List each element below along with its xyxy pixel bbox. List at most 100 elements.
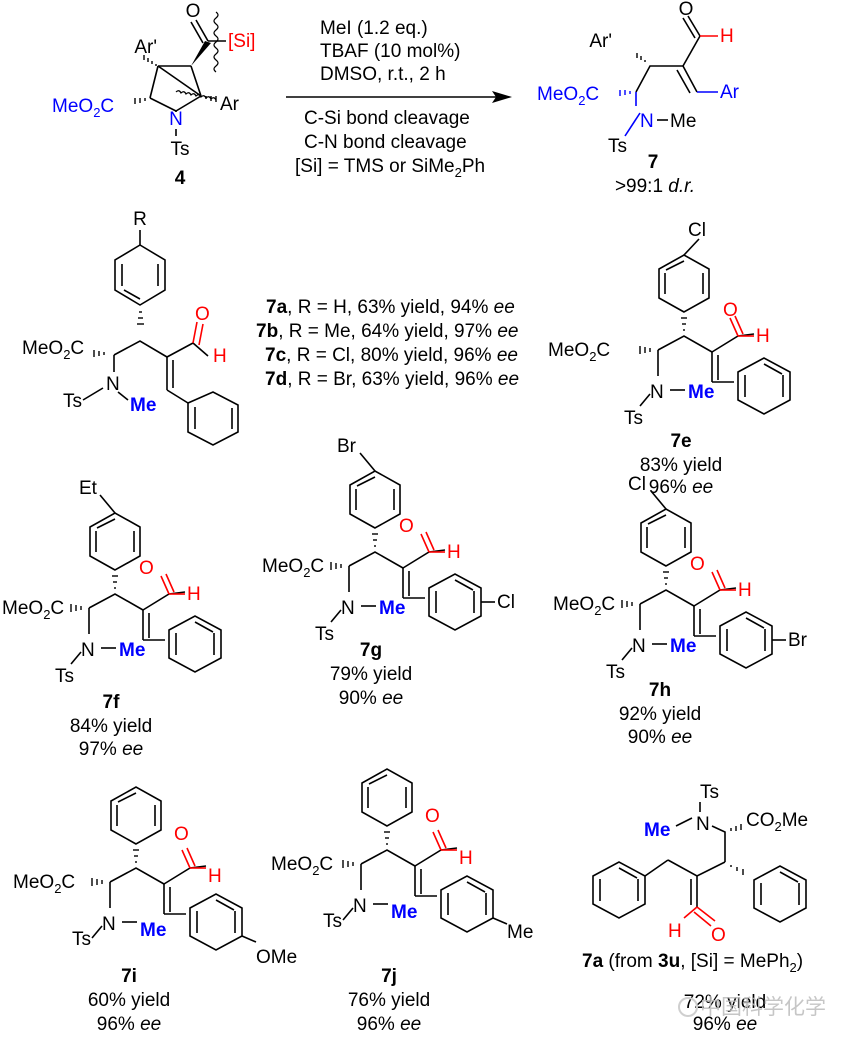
n-label: N [632,636,646,657]
condition-note-3: [Si] = TMS or SiMe2Ph [295,156,485,180]
n-label: N [696,814,710,835]
aldehyde-h-label: H [213,346,227,367]
ts-label: Ts [606,662,625,683]
ts-label: Ts [55,666,74,687]
me-label: Me [140,920,166,941]
top-substituent: Et [79,478,98,499]
ar-label: Ar [220,94,240,115]
product-n-label: N [640,111,654,132]
compound-7f: Et MeO2C O H N Me Ts 7f 84% yield 97% ee [2,478,222,760]
hash-bond [143,55,157,66]
wavy-cleavage-n [175,90,217,101]
entry-7b: 7b, R = Me, 64% yield, 97% ee [256,321,519,342]
n-label: N [341,598,355,619]
aldehyde-h-label: H [668,921,682,942]
hash-bond [730,865,744,875]
product-o-label: O [679,0,694,20]
ester-label: MeO2C [22,338,84,362]
aryl-substituent: Cl [497,592,515,613]
hash-bond [730,824,742,831]
aldehyde-h-label: H [738,580,752,601]
watermark-text: 中国科学化学 [700,995,826,1019]
n-label: N [650,382,664,403]
me-label: Me [119,640,145,661]
product-ar-label: Ar [720,82,740,103]
reactant-n-label: N [169,109,183,130]
ester-label: MeO2C [262,556,324,580]
compound-7g: Br Cl MeO2C O H N Me Ts 7g 79% yield 90%… [262,436,515,709]
entry-7d: 7d, R = Br, 63% yield, 96% ee [265,369,519,390]
n-label: N [106,374,120,395]
ester-label: MeO2C [2,598,64,622]
me-label: Me [688,382,714,403]
hash-bond [93,350,105,357]
ts-label: Ts [323,911,342,932]
compound-id: 7i [121,966,137,987]
yield-label: 83% yield [640,455,722,476]
compound-7h: Cl Br MeO2C O H N Me Ts 7h 92% yield 90%… [553,474,808,748]
condition-solvent: DMSO, r.t., 2 h [320,64,446,85]
n-label: N [102,914,116,935]
product-h-label: H [720,26,734,47]
aldehyde-o-label: O [425,806,440,827]
top-substituent: Br [337,436,357,457]
product-7: O H Ar' MeO2C Ar N Me Ts 7 >99:1 d.r. [537,0,740,197]
ee-label: 96% ee [97,1014,161,1035]
compound-id: 7e [670,431,691,452]
ts-label: Ts [63,391,82,412]
ts-label: Ts [700,782,719,803]
compound-id: 7h [649,680,671,701]
ester-label: MeO2C [271,854,333,878]
aldehyde-o-label: O [399,516,414,537]
compound-7i: OMe MeO2C O H N Me Ts 7i 60% yield 96% e… [13,786,297,1035]
aldehyde-o-label: O [711,925,726,946]
aryl-substituent: Me [507,922,533,943]
condition-reagent: MeI (1.2 eq.) [320,18,428,39]
watermark-logo-icon [678,997,698,1017]
aldehyde-o-label: O [174,824,189,845]
series-7a-7d-results: 7a, R = H, 63% yield, 94% ee 7b, R = Me,… [256,297,519,390]
ee-label: 97% ee [79,739,143,760]
compound-7a-from-3u: Ts N Me CO2Me H O 7a (from 3u, [Si] = Me… [582,782,826,1035]
compound-7a-7d: R MeO2C O H N Ts Me [22,209,239,446]
ester-label: MeO2C [553,594,615,618]
compound-id: 7j [381,966,397,987]
aldehyde-h-label: H [447,542,461,563]
ts-label: Ts [315,624,334,645]
wedge-bond [191,41,211,66]
product-ts-label: Ts [608,136,627,157]
compound-id: 7f [103,692,121,713]
product-id-label: 7 [648,152,659,173]
n-label: N [353,896,367,917]
entry-7a: 7a, R = H, 63% yield, 94% ee [266,297,515,318]
hash-bond [137,311,144,325]
top-substituent: Cl [628,474,646,495]
product-me-label: Me [670,111,696,132]
condition-catalyst: TBAF (10 mol%) [320,41,460,62]
aryl-substituent: OMe [256,947,297,968]
ee-label: 96% ee [693,1014,757,1035]
condition-note-1: C-Si bond cleavage [304,108,470,129]
ee-label: 96% ee [649,477,713,498]
hash-bond-product-ester [619,90,631,96]
top-substituent: Cl [688,220,706,241]
aryl-substituent: Br [788,630,808,651]
reactant-id-label: 4 [175,168,186,189]
wavy-cleavage-si [213,11,219,73]
aldehyde-o-label: O [195,304,210,325]
compound-7j: Me MeO2C O H N Me Ts 7j 76% yield 96% ee [271,768,533,1035]
hash-bond-ester [134,98,146,104]
hash-bond-product [636,53,646,62]
aldehyde-o-label: O [690,554,705,575]
carbonyl-o-label: O [186,1,201,22]
yield-label: 79% yield [330,664,412,685]
me-label: Me [379,598,405,619]
ts-label: Ts [72,929,91,950]
ester-label: MeO2C [548,340,610,364]
condition-note-2: C-N bond cleavage [304,132,467,153]
n-label: N [81,640,95,661]
ee-label: 96% ee [357,1014,421,1035]
aldehyde-o-label: O [723,300,738,321]
aldehyde-h-label: H [459,848,473,869]
ester-label: MeO2C [13,872,75,896]
